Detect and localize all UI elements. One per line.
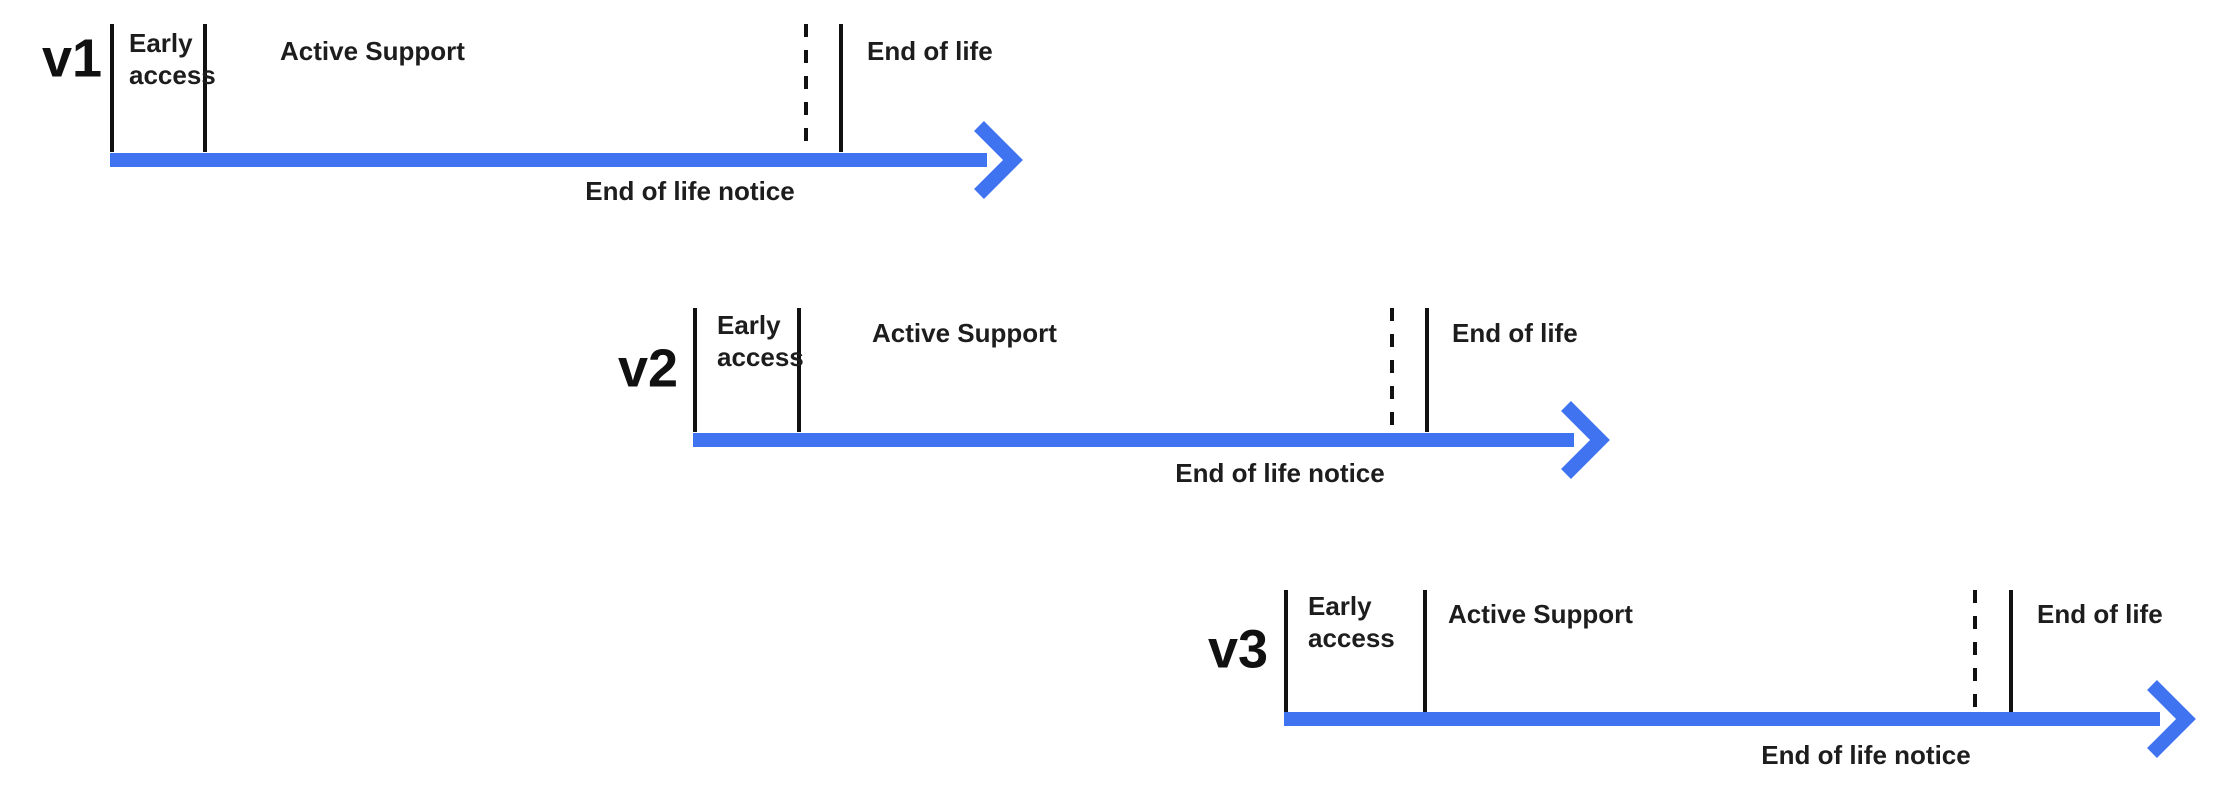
phase-label-end-of-life-v1: End of life [867, 36, 993, 66]
timeline-arrow-head-v3 [2147, 680, 2196, 758]
version-label-v3: v3 [1208, 619, 1268, 679]
phase-label-early-access-v3: Early [1308, 591, 1372, 621]
label-end-of-life-notice-v2: End of life notice [1175, 458, 1384, 488]
phase-label-active-support-v2: Active Support [872, 318, 1057, 348]
phase-label-early-access-line2-v2: access [717, 342, 804, 372]
phase-label-early-access-v2: Early [717, 310, 781, 340]
label-end-of-life-notice-v1: End of life notice [585, 176, 794, 206]
phase-label-early-access-line2-v3: access [1308, 623, 1395, 653]
phase-label-active-support-v3: Active Support [1448, 599, 1633, 629]
timeline-arrow-head-v1 [974, 121, 1023, 199]
phase-label-early-access-line2-v1: access [129, 60, 216, 90]
phase-label-active-support-v1: Active Support [280, 36, 465, 66]
label-end-of-life-notice-v3: End of life notice [1761, 740, 1970, 770]
version-label-v2: v2 [618, 338, 678, 398]
version-label-v1: v1 [42, 28, 102, 88]
timeline-arrow-head-v2 [1561, 401, 1610, 479]
phase-label-early-access-v1: Early [129, 28, 193, 58]
phase-label-end-of-life-v3: End of life [2037, 599, 2163, 629]
phase-label-end-of-life-v2: End of life [1452, 318, 1578, 348]
